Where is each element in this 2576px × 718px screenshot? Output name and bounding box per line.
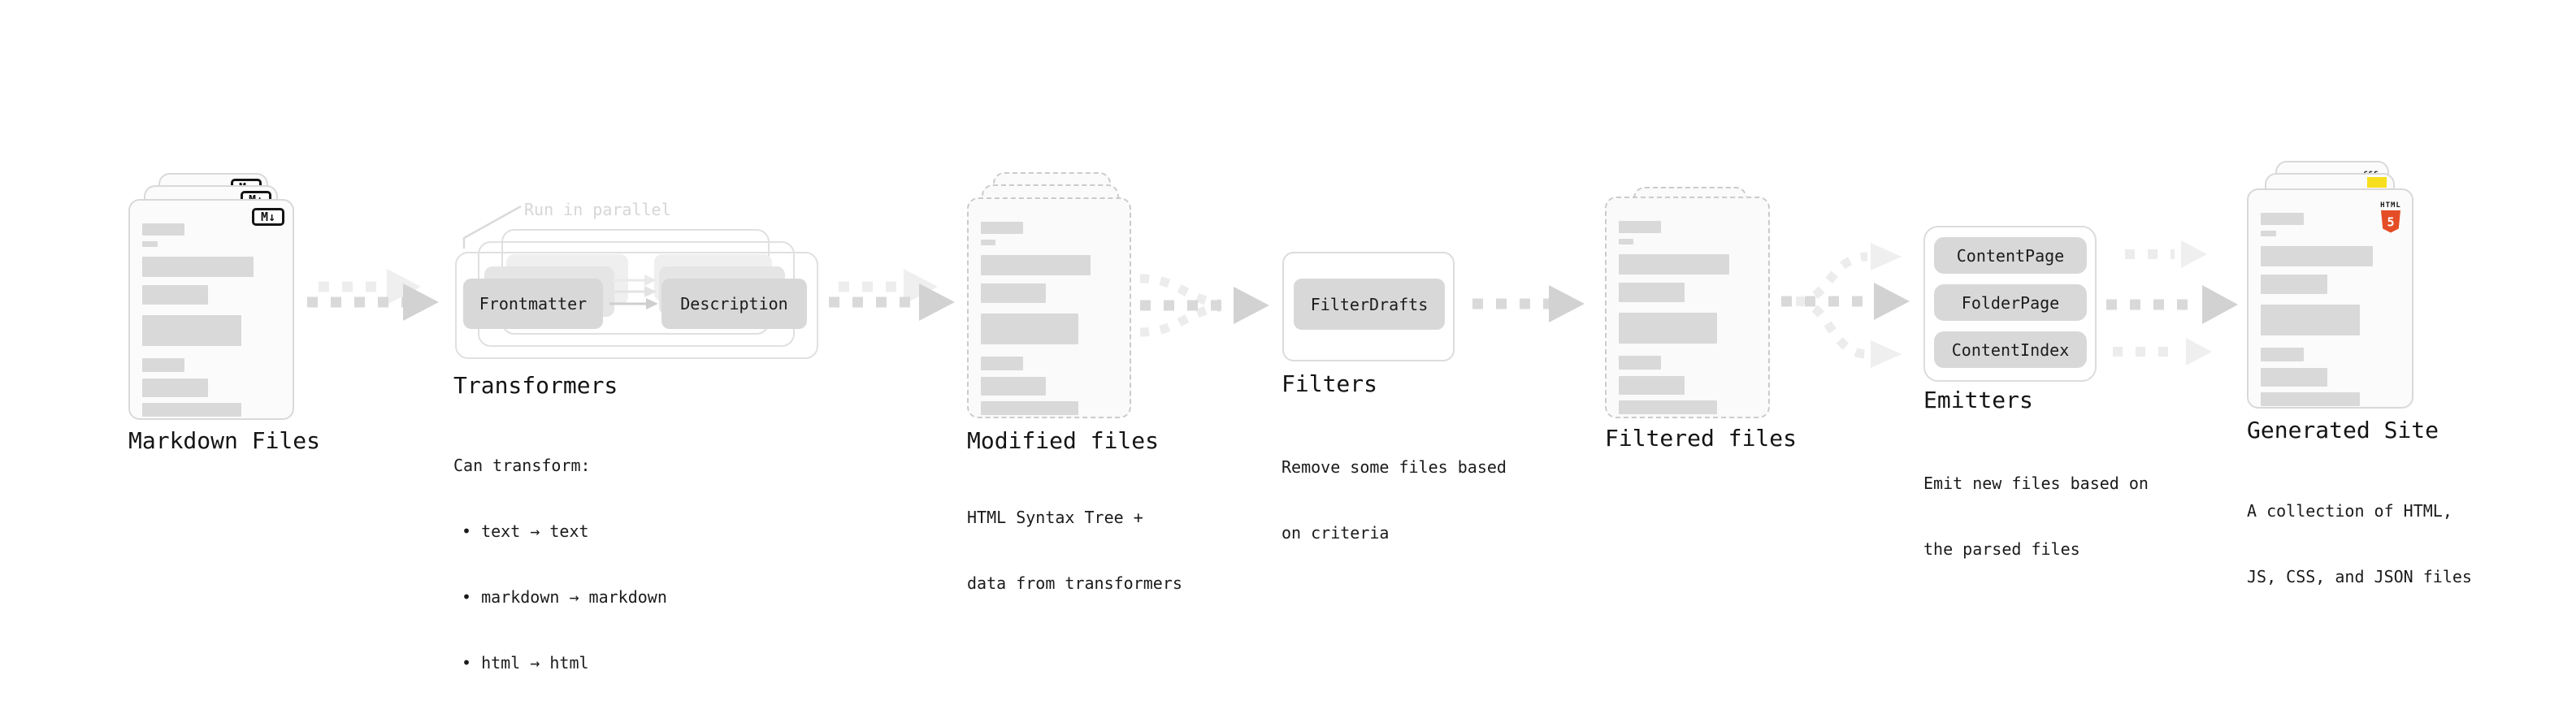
filter-pill-filterdrafts: FilterDrafts	[1294, 279, 1445, 330]
markdown-file-card-front: M↓	[128, 199, 294, 420]
stage-title-generated-site: Generated Site	[2247, 417, 2439, 443]
emitter-pill-contentindex: ContentIndex	[1934, 331, 2087, 368]
arrow-filters-to-filtered	[1472, 285, 1585, 322]
stage-desc-generated-site: A collection of HTML, JS, CSS, and JSON …	[2247, 501, 2472, 586]
stage-desc-modified-files: HTML Syntax Tree + data from transformer…	[967, 508, 1182, 593]
html5-icon: HTML 5	[2380, 195, 2401, 236]
arrow-markdown-to-transformers	[307, 269, 439, 321]
javascript-icon	[2367, 177, 2387, 188]
transformer-pill-description: Description	[661, 279, 807, 329]
transformer-pill-frontmatter: Frontmatter	[463, 279, 603, 329]
transformer-frame-front	[455, 252, 818, 359]
filtered-file-card-front	[1605, 197, 1770, 418]
pipeline-diagram: M↓ M↓ M↓ Markdown Files Frontmatter Desc…	[128, 161, 2472, 673]
arrow-emitters-to-generated	[2106, 240, 2238, 365]
arrow-filtered-to-emitters	[1781, 243, 1910, 368]
stage-desc-filters: Remove some files based on criteria	[1281, 457, 1507, 543]
markdown-icon: M↓	[252, 208, 284, 226]
html5-shield: 5	[2381, 210, 2400, 233]
emitter-pill-folderpage: FolderPage	[1934, 284, 2087, 321]
generated-file-card-front: HTML 5	[2247, 188, 2413, 409]
stage-desc-transformers: Can transform: • text → text • markdown …	[453, 456, 667, 673]
stage-title-transformers: Transformers	[453, 372, 618, 399]
stage-title-emitters: Emitters	[1923, 387, 2033, 413]
arrow-modified-to-filters	[1139, 274, 1269, 337]
stage-desc-emitters: Emit new files based on the parsed files	[1923, 474, 2149, 559]
doc-text-placeholder	[142, 223, 280, 417]
doc-text-placeholder	[2261, 213, 2399, 406]
stage-title-filtered-files: Filtered files	[1605, 425, 1798, 452]
stage-title-markdown-files: Markdown Files	[128, 427, 321, 454]
stage-title-filters: Filters	[1281, 370, 1378, 397]
arrow-transformers-to-modified	[829, 269, 955, 321]
stage-title-modified-files: Modified files	[967, 427, 1160, 454]
modified-file-card-front	[967, 197, 1131, 418]
doc-text-placeholder	[1619, 221, 1755, 414]
svg-text:5: 5	[2387, 215, 2394, 230]
emitter-pill-contentpage: ContentPage	[1934, 237, 2087, 274]
run-in-parallel-note: Run in parallel	[524, 200, 671, 219]
doc-text-placeholder	[981, 222, 1117, 415]
